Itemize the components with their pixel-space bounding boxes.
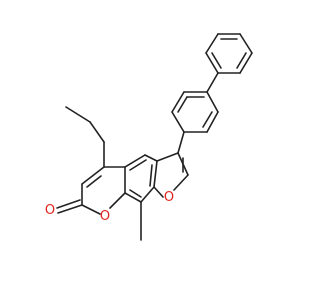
- bond: [239, 52, 253, 74]
- bond: [177, 96, 188, 113]
- atom-label-layer: O O O: [45, 190, 174, 224]
- bond: [153, 160, 158, 188]
- bond: [57, 204, 83, 214]
- furan-oxygen-label: O: [164, 190, 174, 205]
- bond: [236, 52, 247, 69]
- bond: [171, 91, 185, 113]
- bond: [124, 154, 146, 168]
- bond: [205, 33, 219, 54]
- bond: [156, 152, 179, 162]
- molecule-drawing: O O O: [45, 33, 253, 241]
- bond: [124, 192, 142, 203]
- bond: [205, 52, 219, 74]
- bond: [206, 111, 219, 133]
- bond: [129, 159, 147, 171]
- bond: [239, 33, 253, 54]
- bond: [109, 192, 126, 209]
- bond: [206, 91, 219, 113]
- carbonyl-oxygen-label: O: [45, 203, 55, 218]
- bond: [140, 186, 155, 203]
- pyran-oxygen-label: O: [100, 209, 110, 224]
- bond: [129, 189, 142, 198]
- structure-canvas: O O O: [45, 33, 253, 241]
- bond: [89, 121, 105, 143]
- bond: [56, 199, 81, 209]
- bond: [65, 106, 91, 123]
- bond: [211, 52, 222, 69]
- bond: [153, 186, 164, 198]
- bond: [177, 131, 185, 154]
- bond: [202, 111, 213, 128]
- bond: [86, 175, 102, 188]
- bond: [206, 72, 219, 93]
- bond: [81, 166, 105, 185]
- bond: [81, 204, 101, 215]
- bond-layer: [56, 33, 253, 241]
- bond: [173, 174, 189, 191]
- bond: [144, 154, 158, 162]
- bond: [171, 111, 185, 133]
- bond: [149, 164, 153, 187]
